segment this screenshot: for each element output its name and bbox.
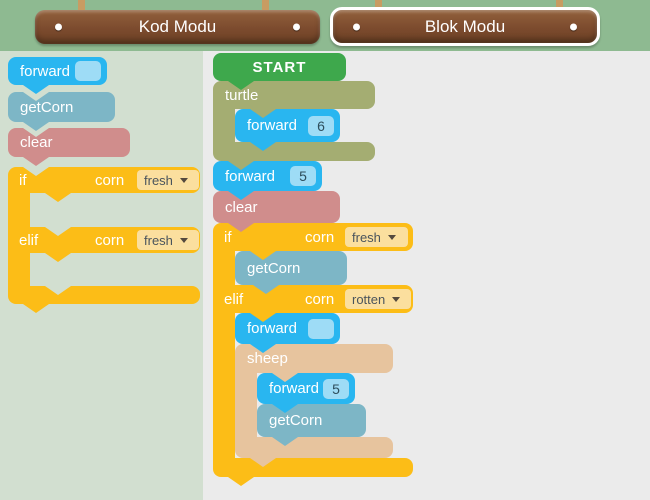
forward-block[interactable]: forward 5	[257, 373, 355, 404]
block-label: forward	[247, 117, 298, 134]
nail-dot	[55, 23, 62, 31]
corn-label: corn	[305, 228, 335, 246]
block-label: if	[19, 171, 27, 189]
sheep-block-footer[interactable]	[235, 437, 393, 458]
block-label: forward	[269, 380, 320, 397]
value-input[interactable]	[75, 61, 101, 81]
start-block[interactable]: START	[213, 53, 346, 81]
value-input[interactable]: 5	[290, 166, 316, 186]
if-block-footer[interactable]	[8, 286, 200, 304]
block-label: getCorn	[247, 259, 301, 277]
tab-blok-modu-label: Blok Modu	[424, 16, 506, 36]
palette-block-elif[interactable]: elif corn fresh	[8, 227, 200, 253]
dropdown-value: rotten	[352, 291, 386, 307]
condition-dropdown[interactable]: fresh	[345, 227, 408, 247]
block-label: elif	[19, 231, 39, 249]
block-label: clear	[225, 198, 258, 216]
sign-hanger-stick	[78, 0, 85, 14]
elif-block-spine	[8, 253, 30, 286]
forward-block[interactable]: forward 6	[235, 109, 340, 142]
dropdown-value: fresh	[144, 172, 173, 188]
sheep-block[interactable]: sheep	[235, 344, 393, 373]
block-label: forward	[225, 167, 276, 185]
block-label: forward	[20, 62, 71, 80]
dropdown-arrow-icon	[392, 296, 401, 302]
palette-block-getcorn[interactable]: getCorn	[8, 92, 115, 122]
corn-label: corn	[95, 171, 125, 189]
turtle-block[interactable]: turtle	[213, 81, 375, 109]
nail-dot	[570, 23, 577, 30]
header-bar: Kod Modu Blok Modu	[0, 0, 650, 51]
value-input[interactable]	[308, 318, 334, 339]
getcorn-block[interactable]: getCorn	[257, 404, 366, 437]
condition-dropdown[interactable]: rotten	[345, 289, 411, 309]
if-block-footer[interactable]	[213, 458, 413, 477]
elif-block[interactable]: elif corn rotten	[213, 285, 413, 313]
tab-blok-modu[interactable]: Blok Modu	[330, 7, 600, 46]
clear-block[interactable]: clear	[213, 191, 340, 223]
dropdown-arrow-icon	[179, 177, 188, 183]
block-label: getCorn	[269, 412, 323, 429]
if-block-spine	[213, 251, 235, 285]
block-palette: forward getCorn clear if corn fresh elif…	[0, 51, 203, 500]
condition-dropdown[interactable]: fresh	[137, 230, 199, 250]
block-label: sheep	[247, 350, 288, 367]
palette-block-if[interactable]: if corn fresh	[8, 167, 200, 193]
dropdown-value: fresh	[144, 232, 173, 248]
value-input[interactable]: 5	[323, 378, 349, 399]
sheep-block-spine	[235, 373, 257, 437]
condition-dropdown[interactable]: fresh	[137, 170, 199, 190]
nail-dot	[293, 23, 300, 31]
forward-block[interactable]: forward	[235, 313, 340, 344]
tab-kod-modu[interactable]: Kod Modu	[35, 10, 320, 44]
sign-hanger-stick	[262, 0, 269, 14]
dropdown-value: fresh	[352, 229, 381, 245]
getcorn-block[interactable]: getCorn	[235, 251, 347, 285]
tab-kod-modu-label: Kod Modu	[138, 17, 217, 36]
turtle-block-spine	[213, 109, 235, 142]
palette-block-clear[interactable]: clear	[8, 128, 130, 157]
dropdown-arrow-icon	[387, 234, 396, 240]
block-label: forward	[247, 320, 298, 337]
block-label: clear	[20, 134, 53, 151]
dropdown-arrow-icon	[179, 237, 188, 243]
forward-block[interactable]: forward 5	[213, 161, 322, 191]
program-canvas[interactable]: START turtle forward 6 forward 5 clear i…	[203, 51, 650, 500]
block-label: if	[224, 228, 232, 246]
if-block-spine	[8, 193, 30, 227]
value-input[interactable]: 6	[308, 115, 334, 136]
block-label: turtle	[225, 86, 259, 104]
if-block[interactable]: if corn fresh	[213, 223, 413, 251]
elif-block-spine	[213, 313, 235, 458]
block-label: START	[252, 58, 307, 76]
corn-label: corn	[95, 231, 125, 249]
nail-dot	[353, 23, 360, 30]
block-label: elif	[224, 290, 244, 308]
palette-block-forward[interactable]: forward	[8, 57, 107, 85]
corn-label: corn	[305, 290, 335, 308]
turtle-block-footer[interactable]	[213, 142, 375, 161]
block-label: getCorn	[20, 98, 74, 116]
